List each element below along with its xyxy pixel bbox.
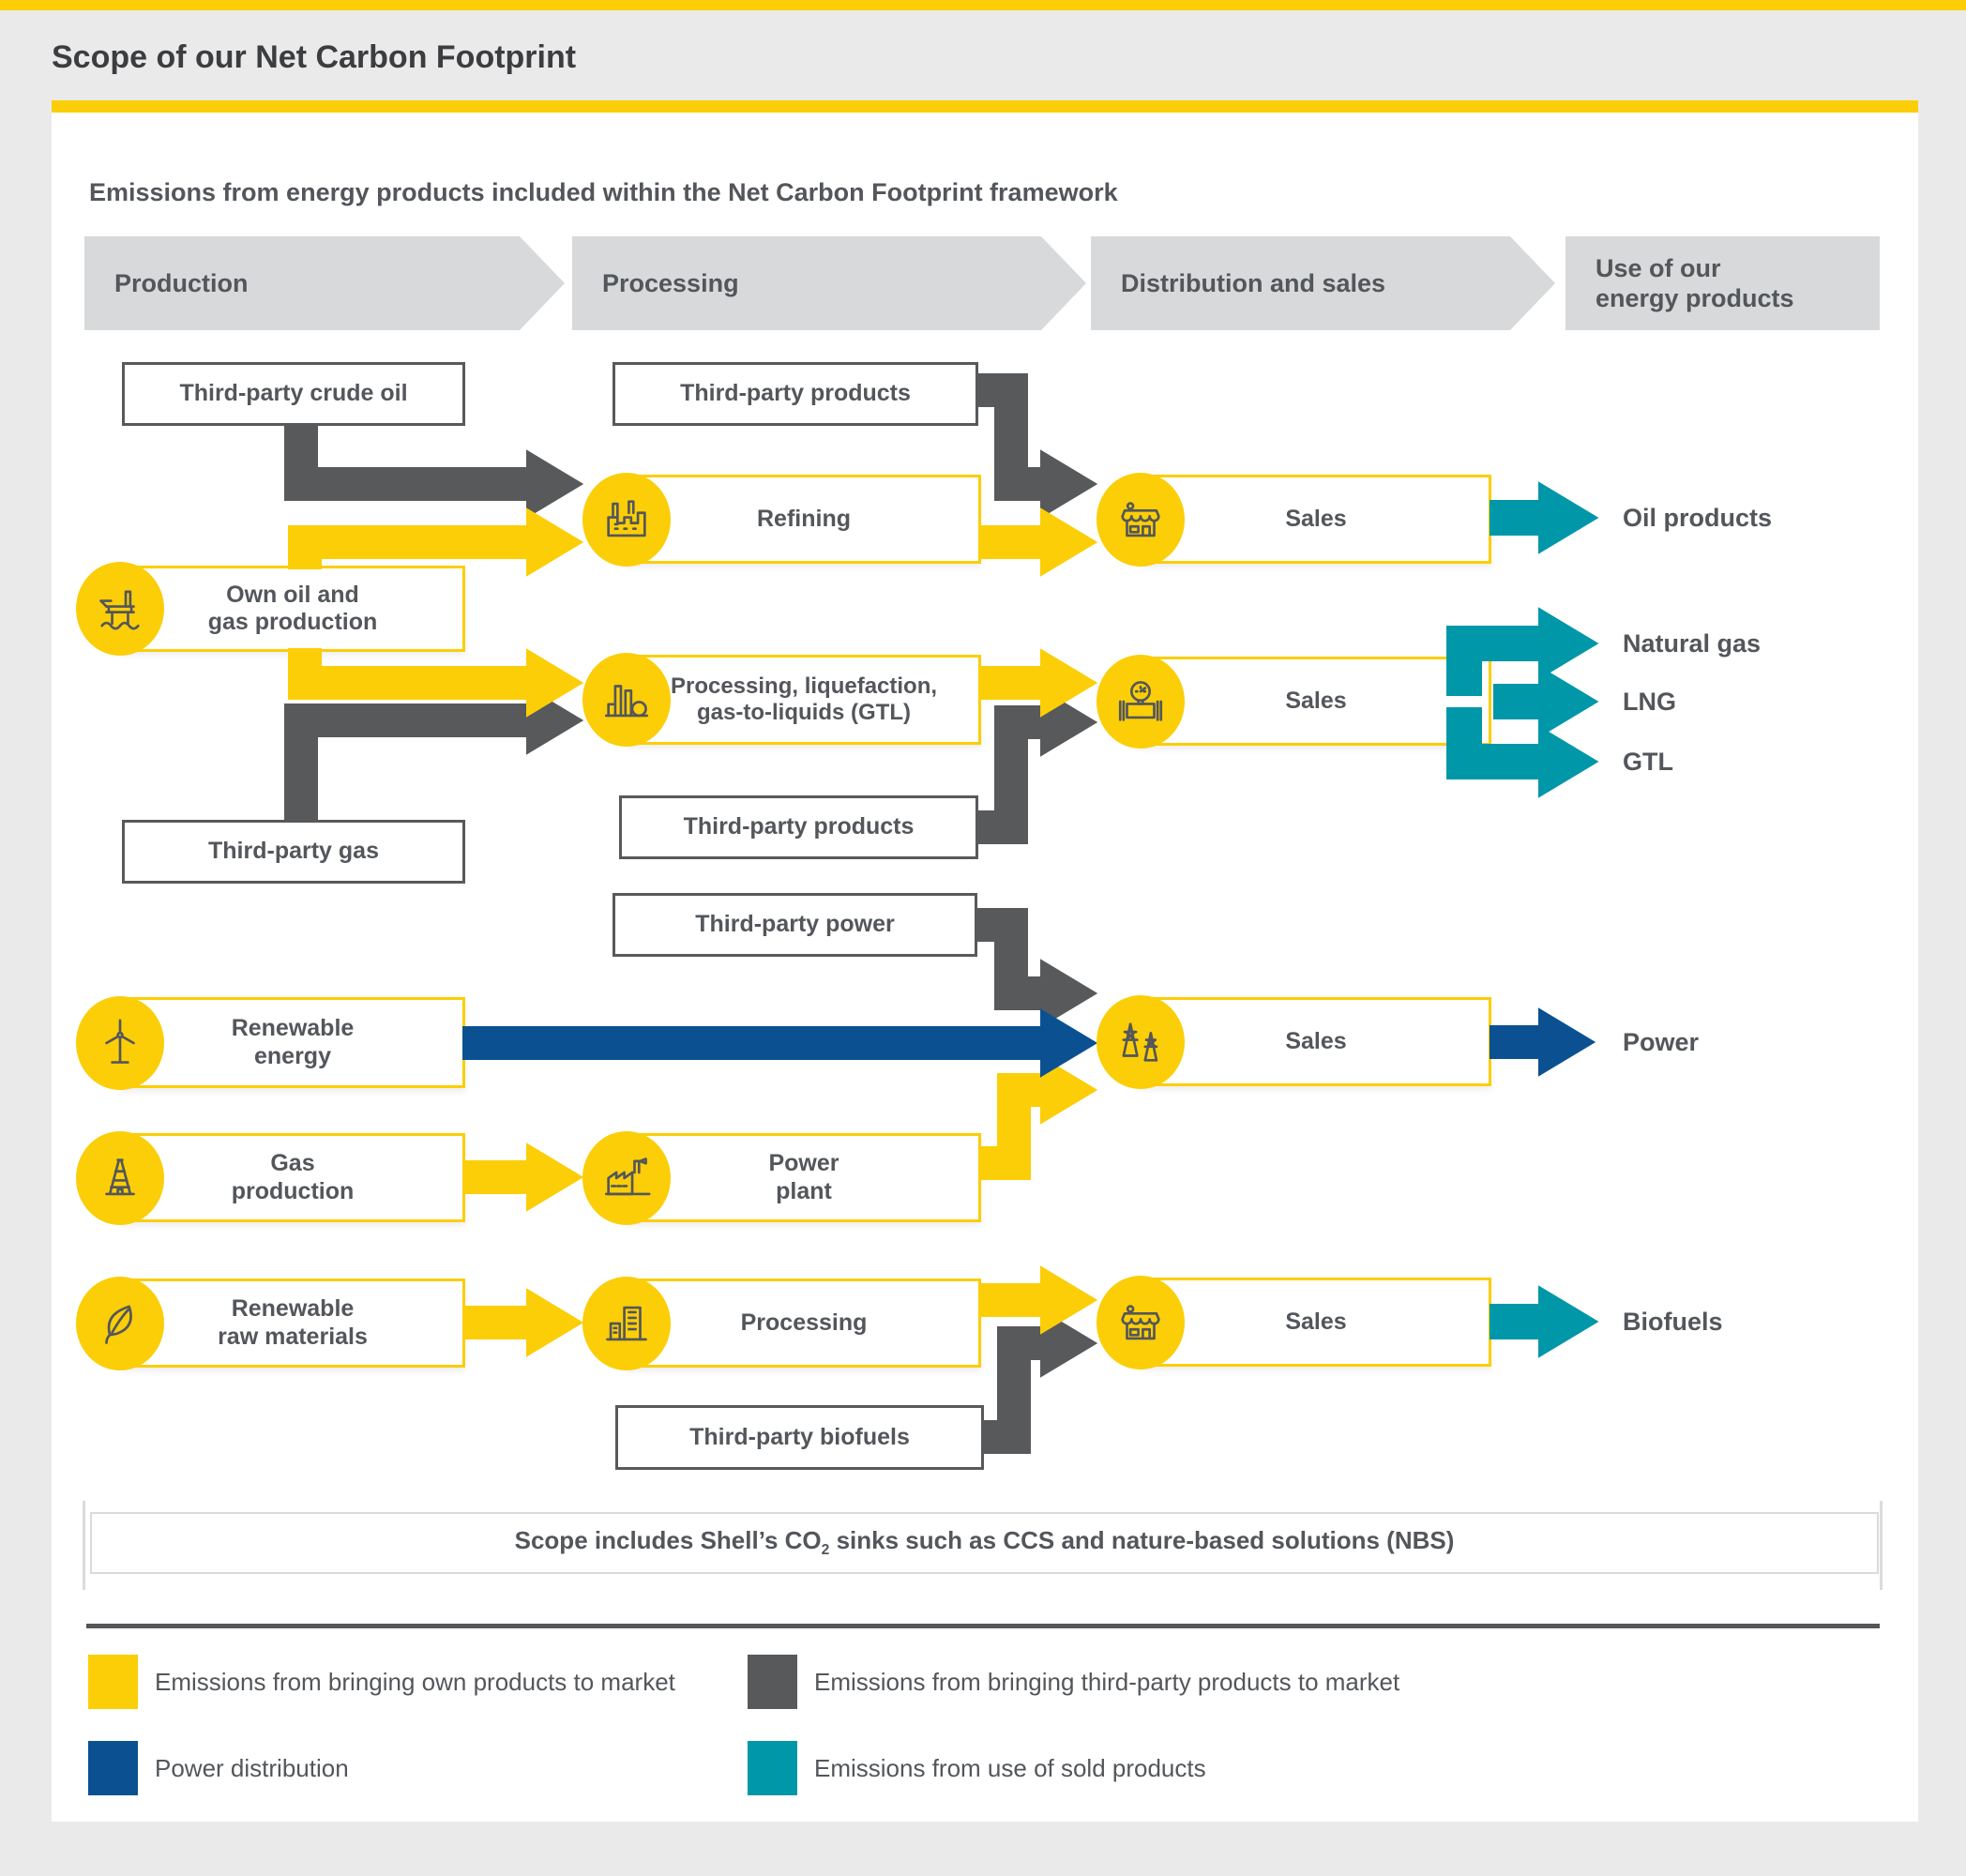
scope-bracket-left	[83, 1501, 85, 1590]
node-third-party-power: Third-party power	[612, 893, 977, 957]
node-own-oil-gas-production: Own oil and gas production	[76, 562, 465, 656]
legend-swatch-yellow	[88, 1655, 138, 1709]
stage-production: Production	[84, 236, 565, 330]
refinery-icon	[582, 472, 671, 567]
node-label: Renewable energy	[231, 1015, 355, 1069]
scope-note-text-2: sinks such as CCS and nature-based solut…	[829, 1526, 1455, 1555]
scope-note: Scope includes Shell’s CO2 sinks such as…	[90, 1512, 1879, 1574]
scope-note-subscript: 2	[821, 1542, 830, 1559]
node-third-party-products-gas: Third-party products	[619, 795, 978, 859]
legend-label: Power distribution	[155, 1753, 349, 1782]
node-label: Power plant	[768, 1150, 839, 1204]
legend-item-own-products: Emissions from bringing own products to …	[88, 1655, 675, 1709]
output-lng: LNG	[1623, 687, 1676, 716]
drilling-derrick-icon	[76, 1130, 164, 1225]
legend-swatch-gray	[748, 1655, 797, 1709]
page-title: Scope of our Net Carbon Footprint	[52, 39, 577, 75]
title-rule	[52, 100, 1918, 113]
node-renewable-energy: Renewable energy	[76, 995, 465, 1090]
stage-use-of-products: Use of our energy products	[1565, 236, 1880, 330]
output-power: Power	[1623, 1027, 1700, 1056]
buildings-icon	[582, 1276, 671, 1370]
node-label: Own oil and gas production	[207, 581, 378, 636]
pipeline-gauge-icon	[1096, 654, 1185, 749]
legend-swatch-teal	[748, 1741, 797, 1795]
output-biofuels: Biofuels	[1623, 1307, 1723, 1336]
node-label: Gas production	[231, 1150, 355, 1204]
node-processing-biofuels: Processing	[582, 1276, 981, 1370]
node-third-party-biofuels: Third-party biofuels	[615, 1405, 984, 1470]
node-sales-biofuels: Sales	[1096, 1275, 1491, 1369]
node-label: Processing, liquefaction, gas-to-liquids…	[670, 673, 938, 725]
oil-platform-icon	[76, 562, 164, 656]
legend-divider	[86, 1624, 1880, 1628]
diagram-subtitle: Emissions from energy products included …	[89, 178, 1118, 206]
power-pylon-icon	[1096, 994, 1185, 1089]
output-oil-products: Oil products	[1623, 503, 1773, 532]
legend-label: Emissions from bringing third-party prod…	[814, 1667, 1400, 1696]
storefront-icon	[1096, 1275, 1185, 1369]
legend-item-sold-products: Emissions from use of sold products	[748, 1741, 1206, 1795]
legend-label: Emissions from use of sold products	[814, 1753, 1206, 1782]
legend-item-power-distribution: Power distribution	[88, 1741, 349, 1795]
factory-icon	[582, 1130, 671, 1225]
node-label: Sales	[1285, 1027, 1347, 1054]
legend-swatch-blue	[88, 1741, 138, 1795]
leaf-icon	[76, 1276, 164, 1370]
node-label: Processing	[740, 1309, 868, 1336]
node-label: Renewable raw materials	[218, 1295, 368, 1350]
stage-distribution-sales: Distribution and sales	[1091, 236, 1555, 330]
node-sales-power: Sales	[1096, 994, 1491, 1089]
scope-bracket-right	[1880, 1501, 1883, 1590]
node-third-party-products-oil: Third-party products	[612, 362, 978, 426]
legend-item-third-party: Emissions from bringing third-party prod…	[748, 1655, 1399, 1709]
legend-label: Emissions from bringing own products to …	[155, 1667, 675, 1696]
top-accent-bar	[0, 0, 1966, 10]
node-gas-production: Gas production	[76, 1130, 465, 1225]
node-label: Sales	[1285, 505, 1347, 532]
node-third-party-gas: Third-party gas	[122, 820, 465, 884]
node-label: Sales	[1285, 687, 1347, 714]
node-sales-oil: Sales	[1096, 472, 1491, 567]
gas-plant-icon	[582, 653, 671, 747]
storefront-icon	[1096, 472, 1185, 567]
scope-note-text: Scope includes Shell’s CO	[514, 1526, 822, 1555]
node-power-plant: Power plant	[582, 1130, 981, 1225]
node-renewable-raw-materials: Renewable raw materials	[76, 1276, 465, 1370]
node-sales-gas: Sales	[1096, 654, 1491, 749]
node-label: Refining	[757, 505, 851, 532]
node-label: Sales	[1285, 1308, 1347, 1335]
node-third-party-crude-oil: Third-party crude oil	[122, 362, 465, 426]
output-gtl: GTL	[1623, 747, 1673, 776]
node-processing-liquefaction-gtl: Processing, liquefaction, gas-to-liquids…	[582, 653, 981, 747]
stage-processing: Processing	[572, 236, 1086, 330]
node-refining: Refining	[582, 472, 981, 567]
wind-turbine-icon	[76, 995, 164, 1090]
output-natural-gas: Natural gas	[1623, 628, 1762, 658]
